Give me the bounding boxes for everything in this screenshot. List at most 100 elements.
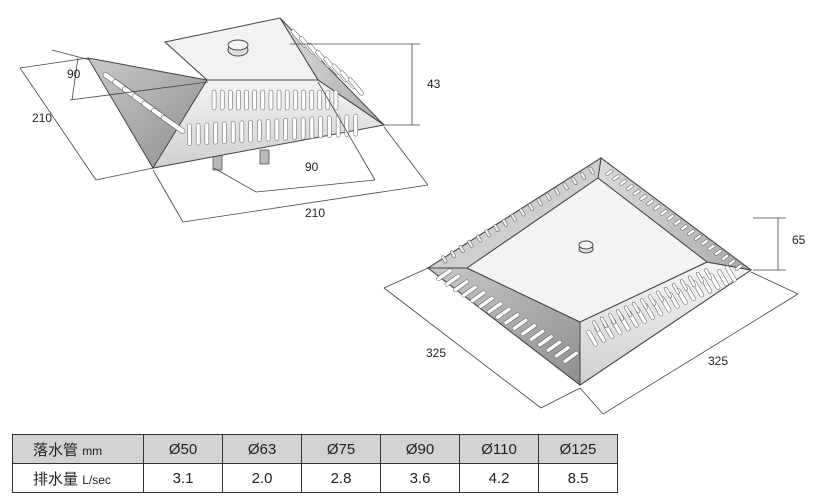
- slot: [664, 286, 672, 299]
- slot: [725, 265, 737, 283]
- slot: [728, 259, 736, 266]
- slot: [632, 189, 641, 196]
- slot: [656, 290, 664, 302]
- slot: [502, 218, 508, 227]
- slot: [257, 119, 262, 142]
- dimension-lines-b: [383, 217, 799, 415]
- grate-leg: [259, 149, 270, 165]
- slot: [512, 317, 529, 331]
- slot: [347, 77, 364, 96]
- slot: [461, 284, 478, 298]
- slot: [639, 194, 648, 201]
- grate-bolt-head: [578, 240, 594, 250]
- slot: [248, 120, 253, 143]
- slot: [493, 224, 500, 232]
- slot: [327, 115, 332, 138]
- slot: [554, 187, 560, 196]
- slot: [484, 229, 491, 238]
- slot: [528, 203, 534, 212]
- table-row: 排水量 L/sec 3.1 2.0 2.8 3.6 4.2 8.5: [12, 463, 618, 493]
- slot: [696, 271, 704, 284]
- dim-side-left-b: 325: [426, 346, 446, 360]
- slot: [687, 229, 695, 236]
- slot: [211, 89, 217, 111]
- slot: [707, 244, 716, 251]
- slot: [704, 268, 712, 280]
- technical-drawing: 90 210 90 210 43 65 325 325: [19, 17, 806, 415]
- slot: [458, 245, 465, 253]
- slot: [300, 117, 306, 140]
- slot: [653, 204, 661, 211]
- slot: [672, 283, 680, 295]
- slot: [252, 89, 257, 111]
- slot: [333, 89, 339, 111]
- slot: [571, 177, 578, 185]
- slot: [265, 119, 271, 142]
- flow-cell: 2.0: [222, 463, 302, 493]
- slot: [317, 89, 322, 111]
- slot: [160, 115, 186, 134]
- slot: [244, 89, 249, 111]
- dim-height-a: 43: [427, 77, 441, 91]
- slot: [700, 239, 709, 246]
- large-grate: [426, 156, 753, 387]
- slot: [510, 213, 517, 222]
- slot: [230, 121, 236, 144]
- slot: [562, 182, 569, 191]
- slot: [486, 301, 503, 315]
- grate-slots: [436, 166, 743, 364]
- header-unit: mm: [82, 443, 103, 458]
- slot: [648, 294, 656, 306]
- slot: [632, 301, 640, 314]
- slot: [353, 114, 358, 137]
- dim-side-right-b: 325: [708, 354, 728, 368]
- slot: [450, 250, 456, 259]
- grate-bolt-head: [227, 39, 249, 51]
- grate-slots: [102, 29, 364, 146]
- slot: [545, 339, 562, 353]
- flow-cell: 4.2: [459, 463, 539, 493]
- slot: [612, 174, 620, 181]
- size-cell: Ø125: [538, 434, 618, 464]
- flow-cell: 8.5: [538, 463, 618, 493]
- slot: [554, 345, 571, 359]
- slot: [284, 89, 290, 111]
- slot: [580, 171, 586, 180]
- slot: [318, 116, 323, 139]
- dim-height-b: 65: [792, 233, 806, 247]
- slot: [293, 89, 298, 111]
- row-label: 排水量: [33, 470, 79, 488]
- size-cell: Ø75: [301, 434, 381, 464]
- slot: [335, 115, 341, 138]
- slot: [562, 350, 579, 364]
- slot: [600, 316, 608, 329]
- slot: [228, 89, 233, 111]
- flow-cell: 2.8: [301, 463, 381, 493]
- slot: [626, 184, 634, 191]
- flow-cell: 3.1: [143, 463, 223, 493]
- slot: [592, 320, 600, 332]
- row-unit: L/sec: [82, 472, 111, 487]
- dim-top-depth-a: 90: [67, 67, 81, 81]
- slot: [680, 279, 688, 291]
- slot: [444, 273, 461, 287]
- slot: [476, 234, 482, 243]
- slot: [721, 254, 729, 261]
- slot: [495, 306, 512, 320]
- slot: [520, 323, 537, 337]
- slot: [325, 89, 331, 111]
- slot: [640, 298, 648, 310]
- slot: [619, 179, 627, 186]
- slot: [608, 313, 616, 325]
- slot: [236, 89, 241, 111]
- slot: [624, 305, 632, 317]
- slot: [588, 166, 595, 175]
- slot: [714, 249, 722, 256]
- slot: [187, 123, 192, 146]
- header-label: 落水管: [33, 441, 79, 459]
- slot: [545, 192, 552, 201]
- slot: [680, 224, 688, 231]
- slot: [204, 122, 210, 145]
- dimension-lines-a: [19, 43, 429, 223]
- slot: [586, 329, 598, 347]
